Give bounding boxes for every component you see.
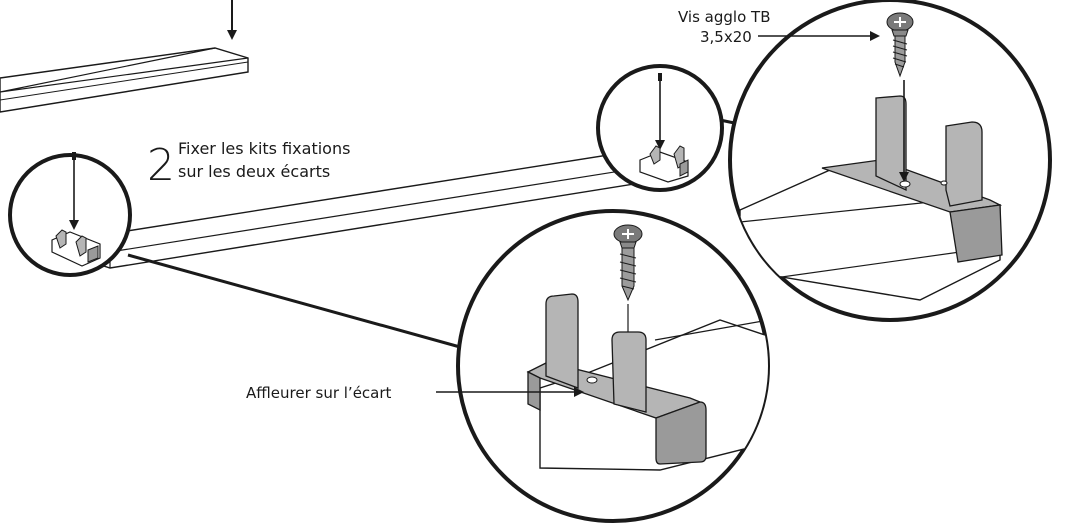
screw-icon (886, 12, 914, 78)
detail-circle-small-right (596, 64, 724, 192)
step-text-line2: sur les deux écarts (178, 162, 330, 181)
flush-callout: Affleurer sur l’écart (246, 384, 584, 402)
flush-label: Affleurer sur l’écart (246, 384, 392, 402)
step-label: 2 Fixer les kits fixations sur les deux … (147, 139, 350, 191)
detail-circle-right (728, 0, 1052, 322)
screw-callout: Vis agglo TB 3,5x20 (678, 8, 880, 46)
connector-line-left (127, 253, 479, 354)
detail-circle-bottom (456, 209, 770, 523)
top-plank (0, 0, 249, 113)
screw-icon-large (613, 224, 643, 302)
screw-label-line2: 3,5x20 (700, 28, 752, 46)
detail-circle-left (8, 152, 132, 277)
step-text-line1: Fixer les kits fixations (178, 139, 350, 158)
step-number: 2 (147, 140, 175, 191)
screw-label-line1: Vis agglo TB (678, 8, 770, 26)
